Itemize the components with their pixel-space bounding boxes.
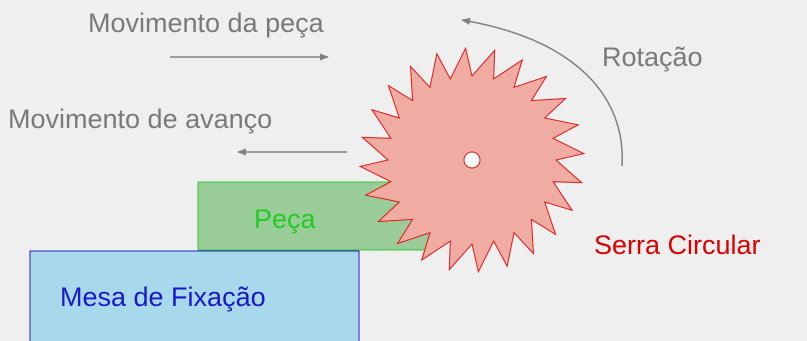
rotation-label: Rotação [602,42,703,72]
table-label: Mesa de Fixação [60,282,266,312]
fixation-table [29,250,360,341]
piece-movement-label: Movimento da peça [88,8,325,38]
rotation-arrow [461,17,623,167]
piece-label: Peça [254,204,317,234]
saw-label: Serra Circular [594,230,761,260]
feed-movement-label: Movimento de avanço [8,104,272,134]
saw-center-hole [463,151,481,169]
